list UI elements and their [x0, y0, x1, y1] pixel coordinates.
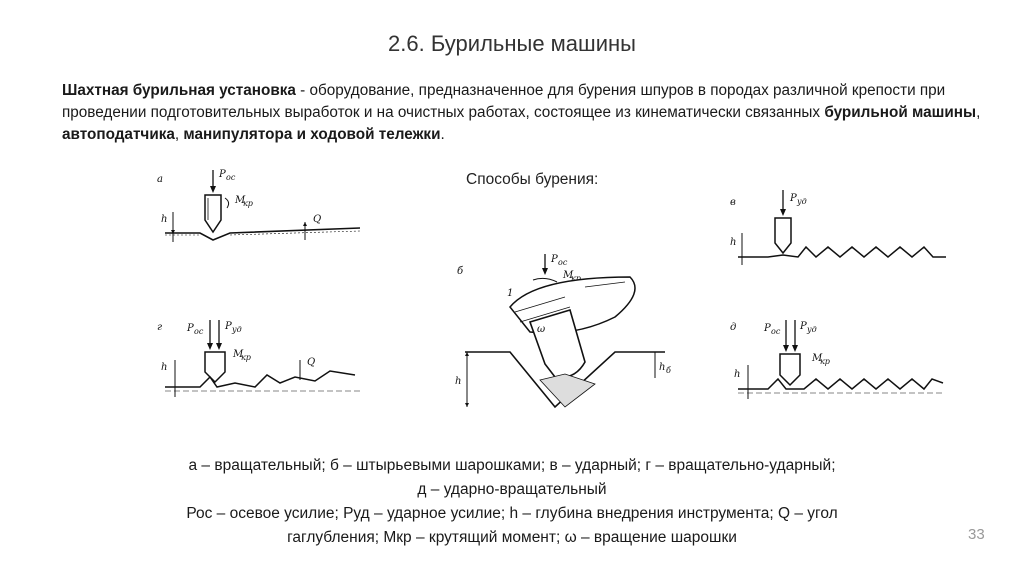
- pit-depth-sub: б: [666, 366, 671, 375]
- torque-sub: кр: [571, 274, 581, 283]
- figure-g-rotary-percussive: г Р ос Р уд М кр h Q: [155, 315, 370, 410]
- cutter-number: 1: [507, 288, 513, 299]
- figure-caption: а – вращательный; б – штырьевыми шарошка…: [40, 454, 984, 550]
- force-label: Р: [218, 169, 226, 180]
- force-sub: ос: [558, 258, 568, 267]
- force-sub: ос: [226, 173, 236, 182]
- depth-label: h: [734, 369, 740, 380]
- intro-text: - оборудование, предназначенное для буре…: [62, 82, 946, 121]
- rotation-label: ω: [537, 324, 545, 335]
- torque-label: М: [234, 195, 246, 206]
- axial-force-sub: ос: [194, 327, 204, 336]
- figure-v-percussive: в Р уд h: [728, 185, 953, 275]
- intro-paragraph: Шахтная бурильная установка - оборудован…: [62, 80, 982, 146]
- term-manipulator: манипулятора и ходовой тележки: [183, 126, 441, 143]
- axial-force-sub: ос: [771, 327, 781, 336]
- figure-letter: в: [730, 197, 736, 208]
- depth-label: h: [161, 362, 167, 373]
- intro-sep: ,: [174, 126, 184, 143]
- term-drill-rig: Шахтная бурильная установка: [62, 82, 296, 99]
- pit-depth-label: h: [659, 362, 665, 373]
- intro-end: .: [440, 126, 445, 143]
- force-label: Р: [550, 254, 558, 265]
- depth-label: h: [455, 376, 461, 387]
- figure-a-rotary: а Р ос М кр h Q: [155, 160, 370, 250]
- torque-sub: кр: [241, 353, 251, 362]
- figure-letter: г: [157, 322, 162, 333]
- angle-label: Q: [307, 357, 315, 368]
- angle-label: Q: [313, 214, 321, 225]
- torque-label: М: [232, 349, 244, 360]
- force-sub: уд: [796, 197, 807, 206]
- term-autofeeder: автоподатчика: [62, 126, 175, 143]
- figure-b-roller-cutter: б Р ос М кр 1 ω h h б: [455, 252, 690, 417]
- torque-sub: кр: [820, 357, 830, 366]
- figure-letter: а: [157, 174, 163, 185]
- page-number: 33: [968, 526, 985, 543]
- impact-force-label: Р: [799, 321, 807, 332]
- torque-sub: кр: [243, 199, 253, 208]
- torque-label: М: [811, 353, 823, 364]
- figure-letter: б: [457, 266, 464, 277]
- depth-label: h: [161, 214, 167, 225]
- caption-line: гаглубления; Мкр – крутящий момент; ω – …: [287, 529, 737, 546]
- torque-label: М: [562, 270, 574, 281]
- caption-line: а – вращательный; б – штырьевыми шарошка…: [188, 457, 836, 474]
- impact-force-label: Р: [224, 321, 232, 332]
- impact-force-sub: уд: [806, 325, 817, 334]
- axial-force-label: Р: [186, 323, 194, 334]
- caption-line: д – ударно-вращательный: [417, 481, 607, 498]
- axial-force-label: Р: [763, 323, 771, 334]
- depth-label: h: [730, 237, 736, 248]
- figure-d-percussive-rotary: д Р ос Р уд М кр h: [728, 315, 953, 410]
- figure-letter: д: [730, 322, 736, 333]
- intro-sep: ,: [976, 104, 981, 121]
- caption-line: Рос – осевое усилие; Руд – ударное усили…: [186, 505, 838, 522]
- impact-force-sub: уд: [231, 325, 242, 334]
- term-drill-machine: бурильной машины: [824, 104, 977, 121]
- slide-title: 2.6. Бурильные машины: [388, 31, 636, 56]
- methods-heading: Способы бурения:: [466, 171, 599, 188]
- force-label: Р: [789, 193, 797, 204]
